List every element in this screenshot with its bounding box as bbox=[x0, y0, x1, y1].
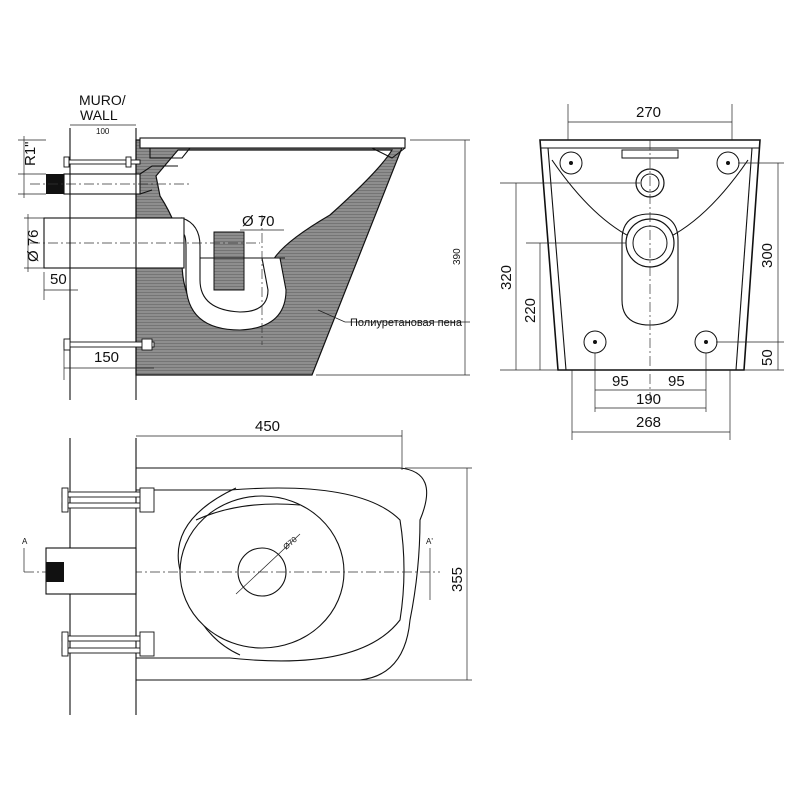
section-marker-a: A bbox=[22, 537, 28, 546]
dim-trap-diameter: Ø 70 bbox=[242, 213, 275, 230]
wall-label-line2: WALL bbox=[80, 107, 118, 123]
foam-note: Полиуретановая пена bbox=[350, 317, 463, 329]
dim-length: 450 bbox=[255, 418, 280, 435]
dim-bolt-half-right: 95 bbox=[668, 373, 685, 390]
dim-outlet-diameter: Ø 76 bbox=[25, 229, 42, 262]
dim-overall-height: 320 bbox=[498, 265, 515, 290]
section-marker-a-prime: A' bbox=[426, 537, 433, 546]
dim-outlet-height: 220 bbox=[522, 298, 539, 323]
dim-pipe-thread: R1" bbox=[22, 142, 39, 167]
dim-top-width: 270 bbox=[636, 104, 661, 121]
dim-bottom-offset: 50 bbox=[759, 349, 776, 366]
dim-width: 355 bbox=[449, 567, 466, 592]
dim-mount-height: 300 bbox=[759, 243, 776, 268]
dim-wall-thickness: 100 bbox=[96, 127, 110, 136]
trap-pipe bbox=[181, 217, 287, 331]
dim-bolt-spacing: 190 bbox=[636, 391, 661, 408]
bolt-bottom bbox=[63, 338, 155, 351]
bolt-top bbox=[63, 156, 141, 168]
rim bbox=[139, 137, 406, 149]
top-outline bbox=[136, 467, 428, 681]
wall-label-line1: MURO/ bbox=[79, 92, 126, 108]
dim-height: 390 bbox=[452, 248, 463, 265]
dim-outlet-offset: 50 bbox=[50, 271, 67, 288]
rear-bolt-holes bbox=[559, 151, 740, 354]
top-view: Ø70 A A' 450 355 bbox=[22, 418, 472, 715]
top-view-bolts bbox=[61, 487, 155, 657]
dim-bolt-length: 150 bbox=[94, 349, 119, 366]
dim-bottom-width: 268 bbox=[636, 414, 661, 431]
rear-view: 270 300 50 320 220 95 95 190 268 bbox=[498, 104, 784, 440]
dim-bolt-half-left: 95 bbox=[612, 373, 629, 390]
side-section-view: MURO/ WALL 100 R1" Ø 76 50 150 Ø 70 390 … bbox=[18, 92, 470, 400]
